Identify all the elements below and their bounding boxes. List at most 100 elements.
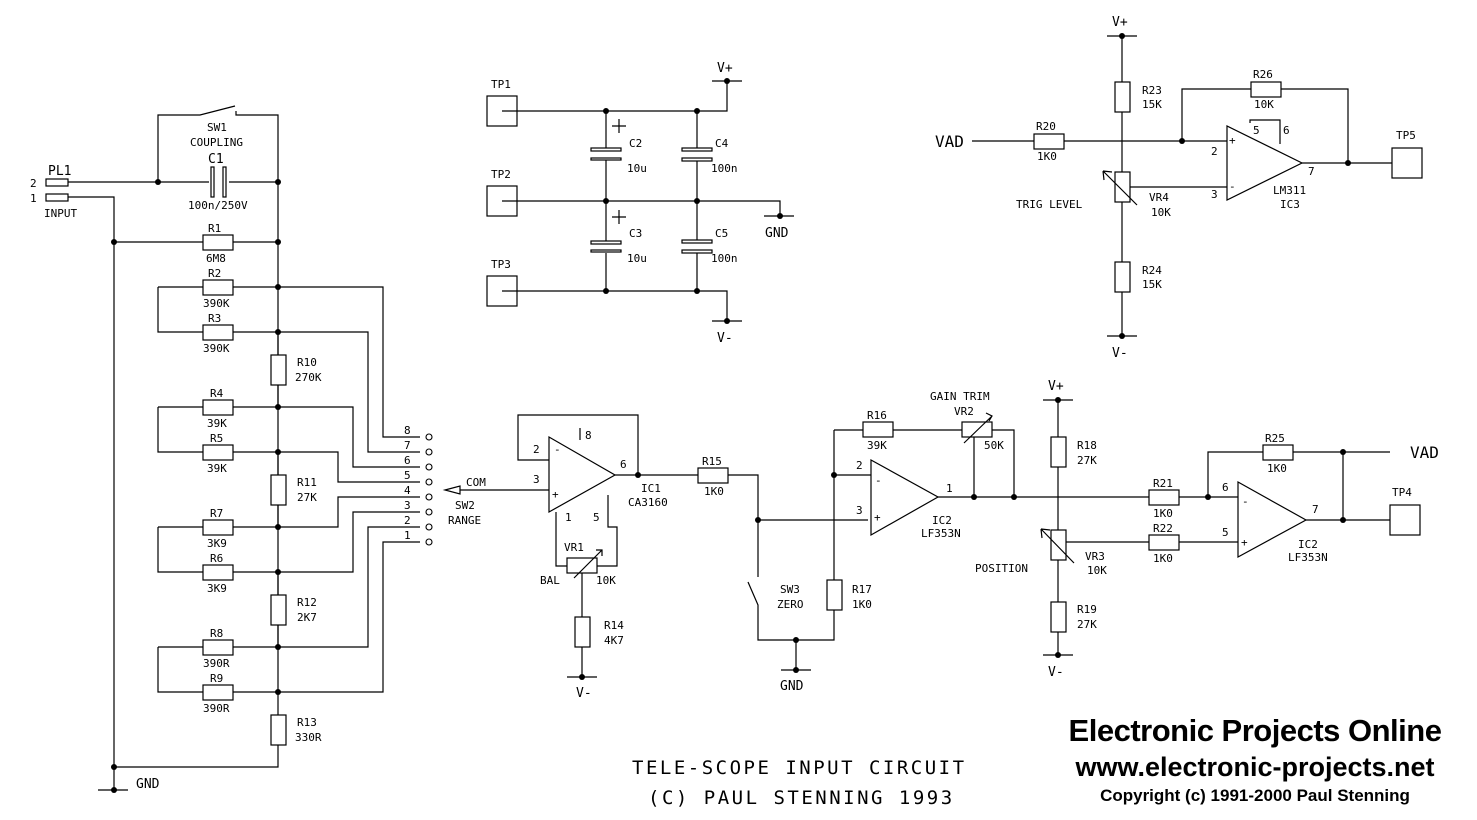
ic1-pin-8: 8: [585, 429, 592, 442]
tp4-box[interactable]: [1389, 504, 1421, 536]
capacitor-c4: C4 100n: [681, 137, 738, 175]
ic2a-pin-2: 2: [856, 459, 863, 472]
r16-value: 39K: [867, 439, 887, 452]
ic2a-ref: IC2: [932, 514, 952, 527]
c1-ref: C1: [208, 152, 224, 167]
input-gnd-label: GND: [136, 777, 160, 792]
r1-ref: R1: [208, 222, 221, 235]
ic3-pin-7: 7: [1308, 165, 1315, 178]
r8-value: 390R: [203, 657, 230, 670]
r8-ref: R8: [210, 627, 223, 640]
ic1-pin-6: 6: [620, 458, 627, 471]
r15-ref: R15: [702, 455, 722, 468]
c4-value: 100n: [711, 162, 738, 175]
vr3-ref: VR3: [1085, 550, 1105, 563]
r22-ref: R22: [1153, 522, 1173, 535]
resistor-r16: R16 39K: [862, 409, 894, 452]
r20-ref: R20: [1036, 120, 1056, 133]
potentiometer-vr4[interactable]: TRIG LEVEL VR4 10K: [1016, 170, 1171, 219]
vr2-name: GAIN TRIM: [930, 390, 990, 403]
r4-value: 39K: [207, 417, 227, 430]
c2-ref: C2: [629, 137, 642, 150]
resistor-r14: R14 4K7: [574, 616, 624, 648]
sw2-pos-6: 6: [404, 454, 411, 467]
resistor-r5: R5 39K: [202, 432, 234, 475]
ic2b-noninv-sign: +: [1241, 536, 1248, 549]
ic3-inv-sign: -: [1229, 180, 1236, 193]
sw2-contact-1[interactable]: [425, 538, 433, 546]
r26-value: 10K: [1254, 98, 1274, 111]
ic2a-pin-1: 1: [946, 482, 953, 495]
pl1-name: INPUT: [44, 207, 77, 220]
sw2-contact-4[interactable]: [425, 493, 433, 501]
r7-ref: R7: [210, 507, 223, 520]
resistor-r7: R7 3K9: [202, 507, 234, 550]
sw1-name: COUPLING: [190, 136, 243, 149]
r15-value: 1K0: [704, 485, 724, 498]
supply-vplus-label: V+: [717, 61, 733, 76]
sw2-contact-5[interactable]: [425, 478, 433, 486]
r3-value: 390K: [203, 342, 230, 355]
sw2-contact-3[interactable]: [425, 508, 433, 516]
r14-value: 4K7: [604, 634, 624, 647]
sw2-pos-1: 1: [404, 529, 411, 542]
resistor-r20: R20 1K0: [1033, 120, 1065, 163]
r6-value: 3K9: [207, 582, 227, 595]
branding-block: Electronic Projects Online www.electroni…: [1035, 712, 1475, 808]
c2-polarity-plus: [612, 119, 626, 133]
sw2-pos-8: 8: [404, 424, 411, 437]
ic2a-inv-sign: -: [875, 474, 882, 487]
c2-value: 10u: [627, 162, 647, 175]
comparator-ic3: [1226, 125, 1304, 201]
r9-ref: R9: [210, 672, 223, 685]
resistor-r23: R23 15K: [1114, 81, 1162, 113]
sw2-contact-7[interactable]: [425, 448, 433, 456]
resistor-r19: R19 27K: [1050, 601, 1097, 633]
c1-value: 100n/250V: [188, 199, 248, 212]
ic2b-pin-7: 7: [1312, 503, 1319, 516]
resistor-r6: R6 3K9: [202, 552, 234, 595]
resistor-r1: R1 6M8: [202, 222, 234, 265]
sw2-contact-8[interactable]: [425, 433, 433, 441]
sw2-pos-7: 7: [404, 439, 411, 452]
ic1-pin-1: 1: [565, 511, 572, 524]
resistor-r22: R22 1K0: [1148, 522, 1180, 565]
trimmer-vr1[interactable]: VR1 BAL 10K: [540, 541, 616, 587]
sw2-contact-6[interactable]: [425, 463, 433, 471]
r5-ref: R5: [210, 432, 223, 445]
resistor-r18: R18 27K: [1050, 436, 1097, 468]
resistor-r9: R9 390R: [202, 672, 234, 715]
vr1-value: 10K: [596, 574, 616, 587]
ic1-pin-2: 2: [533, 443, 540, 456]
r11-ref: R11: [297, 476, 317, 489]
resistor-r13: R13 330R: [270, 714, 322, 746]
vr2-value: 50K: [984, 439, 1004, 452]
position-stage-ic2b: R18 27K POSITION VR3 10K R19 27K V+ V- R…: [975, 379, 1439, 680]
pl1-pin1-label: 1: [30, 192, 37, 205]
sw2-wiper-arrow: [442, 485, 461, 495]
ic1-ref: IC1: [641, 482, 661, 495]
resistor-r2: R2 390K: [202, 267, 234, 310]
c5-ref: C5: [715, 227, 728, 240]
trimmer-vr2[interactable]: GAIN TRIM VR2 50K: [930, 390, 1004, 452]
resistor-r10: R10 270K: [270, 354, 322, 386]
ic1-noninv-sign: +: [552, 488, 559, 501]
connector-pl1: PL1 2 1 INPUT: [30, 164, 77, 220]
vr4-value: 10K: [1151, 206, 1171, 219]
r19-value: 27K: [1077, 618, 1097, 631]
r20-value: 1K0: [1037, 150, 1057, 163]
supply-section: TP1 TP2 TP3 C2 10u C3 10u C4 100n: [486, 61, 794, 346]
pos-vminus-label: V-: [1048, 665, 1064, 680]
sw2-contact-2[interactable]: [425, 523, 433, 531]
ic3-pin-3: 3: [1211, 188, 1218, 201]
switch-sw3[interactable]: SW3 ZERO: [777, 583, 804, 611]
c3-polarity-plus: [612, 210, 626, 224]
r3-ref: R3: [208, 312, 221, 325]
sw2-pos-4: 4: [404, 484, 411, 497]
potentiometer-vr3[interactable]: POSITION VR3 10K: [975, 528, 1107, 577]
brand-url[interactable]: www.electronic-projects.net: [1075, 752, 1435, 782]
r17-ref: R17: [852, 583, 872, 596]
r19-ref: R19: [1077, 603, 1097, 616]
tp5-box[interactable]: [1391, 147, 1423, 179]
